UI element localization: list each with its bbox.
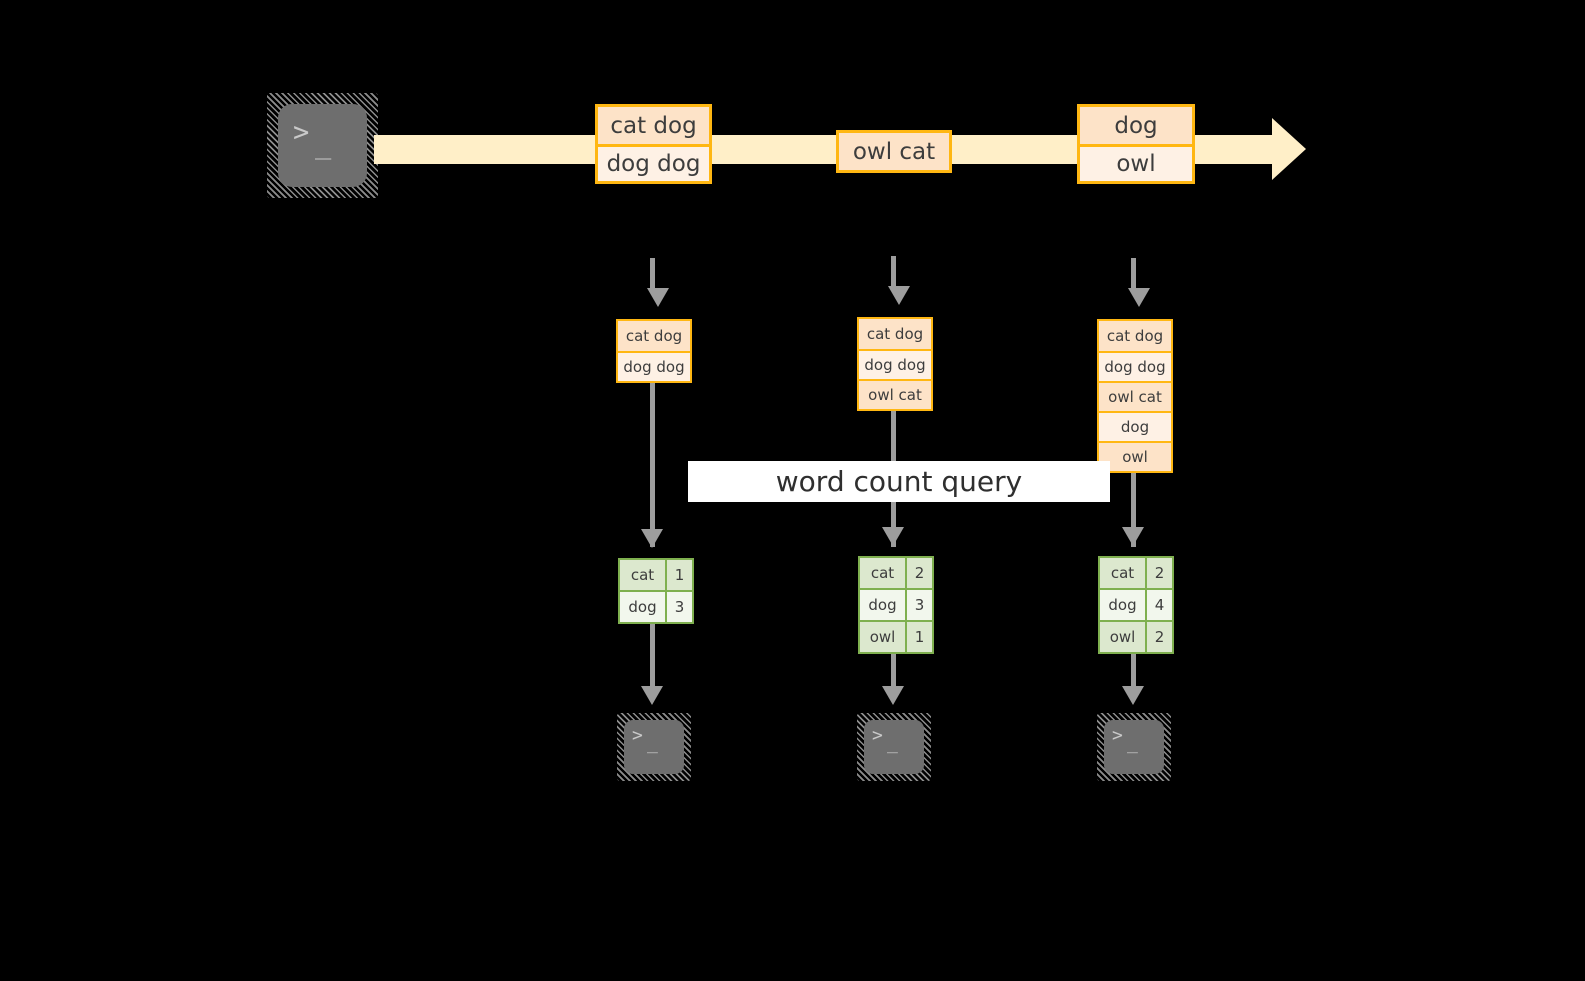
table-row: cat 2	[860, 558, 932, 588]
terminal-prompt-glyph: >	[632, 725, 643, 746]
stream-record-line: dog	[1080, 107, 1192, 144]
dashed-arrowhead-3	[1128, 288, 1150, 307]
query-connector-1	[650, 382, 655, 547]
result-word: dog	[1100, 590, 1145, 620]
result-count: 3	[905, 590, 932, 620]
result-count: 2	[905, 558, 932, 588]
result-count: 4	[1145, 590, 1172, 620]
snapshot-line: cat dog	[859, 319, 931, 349]
query-label-band: word count query	[688, 461, 1110, 502]
sink-terminal-icon-3: > _	[1097, 713, 1171, 781]
table-row: dog 3	[860, 588, 932, 620]
sink-arrowhead-1	[641, 686, 663, 705]
sink-terminal-icon-2: > _	[857, 713, 931, 781]
terminal-cursor-glyph: _	[315, 129, 332, 160]
snapshot-line: owl	[1099, 441, 1171, 471]
query-arrowhead-1	[641, 529, 663, 548]
source-terminal-icon: > _	[267, 93, 378, 198]
query-label-text: word count query	[775, 465, 1023, 498]
table-row: dog 4	[1100, 588, 1172, 620]
sink-terminal-icon-1: > _	[617, 713, 691, 781]
terminal-cursor-glyph: _	[887, 733, 898, 754]
table-row: cat 1	[620, 560, 692, 590]
result-2-table: cat 2 dog 3 owl 1	[858, 556, 934, 654]
snapshot-line: dog	[1099, 411, 1171, 441]
stream-arrow-head-icon	[1272, 118, 1306, 180]
result-word: cat	[620, 560, 665, 590]
query-arrowhead-3	[1122, 527, 1144, 546]
table-row: owl 1	[860, 620, 932, 652]
table-row: owl 2	[1100, 620, 1172, 652]
result-count: 3	[665, 592, 692, 622]
stream-record-line: cat dog	[598, 107, 709, 144]
terminal-screen	[864, 720, 924, 774]
terminal-prompt-glyph: >	[293, 117, 310, 148]
dashed-connector-1	[650, 258, 655, 292]
result-count: 2	[1145, 622, 1172, 652]
stream-record-line: dog dog	[598, 144, 709, 181]
table-row: cat 2	[1100, 558, 1172, 588]
stream-record-group-3: dog owl	[1077, 104, 1195, 184]
terminal-prompt-glyph: >	[1112, 725, 1123, 746]
snapshot-line: dog dog	[859, 349, 931, 379]
result-word: owl	[1100, 622, 1145, 652]
snapshot-1-box: cat dog dog dog	[616, 319, 692, 383]
snapshot-line: cat dog	[618, 321, 690, 351]
dashed-connector-3	[1131, 258, 1136, 292]
snapshot-line: owl cat	[859, 379, 931, 409]
terminal-screen	[278, 104, 367, 187]
result-word: cat	[1100, 558, 1145, 588]
result-word: dog	[860, 590, 905, 620]
snapshot-line: cat dog	[1099, 321, 1171, 351]
result-count: 1	[665, 560, 692, 590]
stream-record-group-2: owl cat	[836, 130, 952, 173]
terminal-prompt-glyph: >	[872, 725, 883, 746]
dashed-arrowhead-1	[647, 288, 669, 307]
snapshot-2-box: cat dog dog dog owl cat	[857, 317, 933, 411]
result-word: dog	[620, 592, 665, 622]
query-arrowhead-2	[882, 527, 904, 546]
snapshot-3-box: cat dog dog dog owl cat dog owl	[1097, 319, 1173, 473]
sink-connector-1	[650, 622, 655, 696]
snapshot-line: owl cat	[1099, 381, 1171, 411]
sink-arrowhead-2	[882, 686, 904, 705]
stream-record-group-1: cat dog dog dog	[595, 104, 712, 184]
terminal-screen	[1104, 720, 1164, 774]
sink-arrowhead-3	[1122, 686, 1144, 705]
dashed-connector-2	[891, 256, 896, 290]
table-row: dog 3	[620, 590, 692, 622]
terminal-cursor-glyph: _	[647, 733, 658, 754]
terminal-cursor-glyph: _	[1127, 733, 1138, 754]
sink-connector-2	[891, 652, 896, 696]
stream-record-line: owl	[1080, 144, 1192, 181]
snapshot-line: dog dog	[618, 351, 690, 381]
result-count: 2	[1145, 558, 1172, 588]
sink-connector-3	[1131, 652, 1136, 696]
dashed-arrowhead-2	[888, 286, 910, 305]
snapshot-line: dog dog	[1099, 351, 1171, 381]
stream-record-line: owl cat	[839, 133, 949, 170]
query-connector-3	[1131, 470, 1136, 547]
result-count: 1	[905, 622, 932, 652]
result-word: cat	[860, 558, 905, 588]
result-1-table: cat 1 dog 3	[618, 558, 694, 624]
result-word: owl	[860, 622, 905, 652]
result-3-table: cat 2 dog 4 owl 2	[1098, 556, 1174, 654]
terminal-screen	[624, 720, 684, 774]
